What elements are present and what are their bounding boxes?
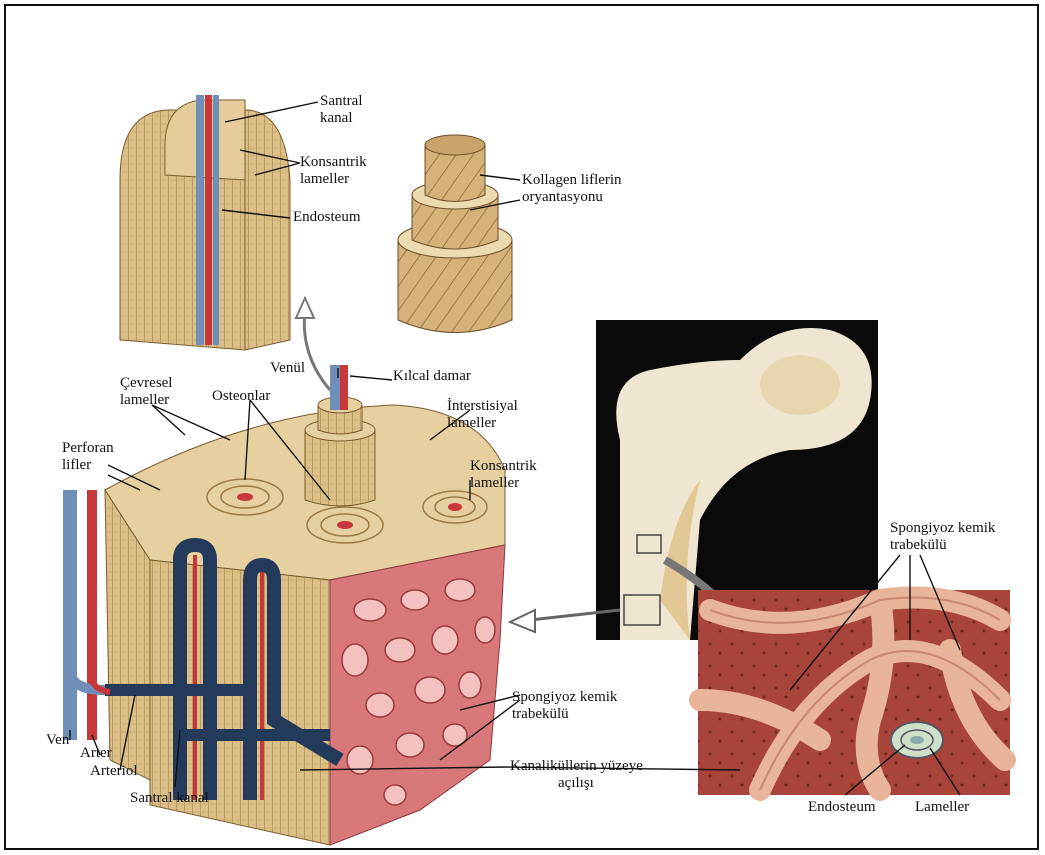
label-osteonlar: Osteonlar [212, 388, 270, 405]
label-line: lameller [470, 475, 537, 492]
label-line: Spongiyoz kemik [512, 689, 617, 706]
arrow-left-icon [510, 610, 535, 632]
blood-vessel-vein [196, 95, 204, 345]
collagen-tiers-illustration [398, 135, 512, 333]
label-venul: Venül [270, 360, 305, 377]
label-lameller-bottom: Lameller [915, 799, 969, 816]
label-line: oryantasyonu [522, 189, 622, 206]
label-line: kanal [320, 110, 363, 127]
label-kilcal-damar: Kılcal damar [393, 368, 471, 385]
label-line: Çevresel [120, 375, 172, 392]
label-line: Santral [320, 93, 363, 110]
label-arter: Arter [80, 745, 112, 762]
label-interstisiyal: İnterstisiyal lameller [447, 398, 518, 432]
label-line: İnterstisiyal [447, 398, 518, 415]
label-line: lameller [447, 415, 518, 432]
label-konsantrik-mid: Konsantrik lameller [470, 458, 537, 492]
label-line: Perforan [62, 440, 114, 457]
label-line: açılışı [510, 775, 643, 792]
trabecula-micro-illustration [698, 590, 1010, 795]
bone-block-illustration [105, 365, 505, 845]
label-arteriol: Arteriol [90, 763, 137, 780]
label-spongiyoz-right: Spongiyoz kemik trabekülü [890, 520, 995, 554]
label-line: lifler [62, 457, 114, 474]
label-line: Kanaliküllerin yüzeye [510, 758, 643, 775]
blood-vessel-artery [205, 95, 212, 345]
label-cevresel: Çevresel lameller [120, 375, 172, 409]
label-line: Kollagen liflerin [522, 172, 622, 189]
label-spongiyoz-mid: Spongiyoz kemik trabekülü [512, 689, 617, 723]
label-line: Konsantrik [470, 458, 537, 475]
label-kanalikul: Kanaliküllerin yüzeye açılışı [510, 758, 643, 792]
label-perforan: Perforan lifler [62, 440, 114, 474]
label-ven: Ven [46, 732, 69, 749]
label-endosteum-bottom: Endosteum [808, 799, 876, 816]
label-line: trabekülü [890, 537, 995, 554]
label-line: Konsantrik [300, 154, 367, 171]
label-line: Spongiyoz kemik [890, 520, 995, 537]
osteon-cylinder-illustration [120, 95, 290, 350]
label-konsantrik-top: Konsantrik lameller [300, 154, 367, 188]
label-santral-kanal-bottom: Santral kanal [130, 790, 209, 807]
label-kollagen: Kollagen liflerin oryantasyonu [522, 172, 622, 206]
label-line: lameller [300, 171, 367, 188]
external-vessels [70, 490, 110, 740]
curved-arrow-icon [304, 310, 330, 390]
label-endosteum-top: Endosteum [293, 209, 361, 226]
label-line: trabekülü [512, 706, 617, 723]
label-line: lameller [120, 392, 172, 409]
label-santral-kanal-top: Santral kanal [320, 93, 363, 127]
